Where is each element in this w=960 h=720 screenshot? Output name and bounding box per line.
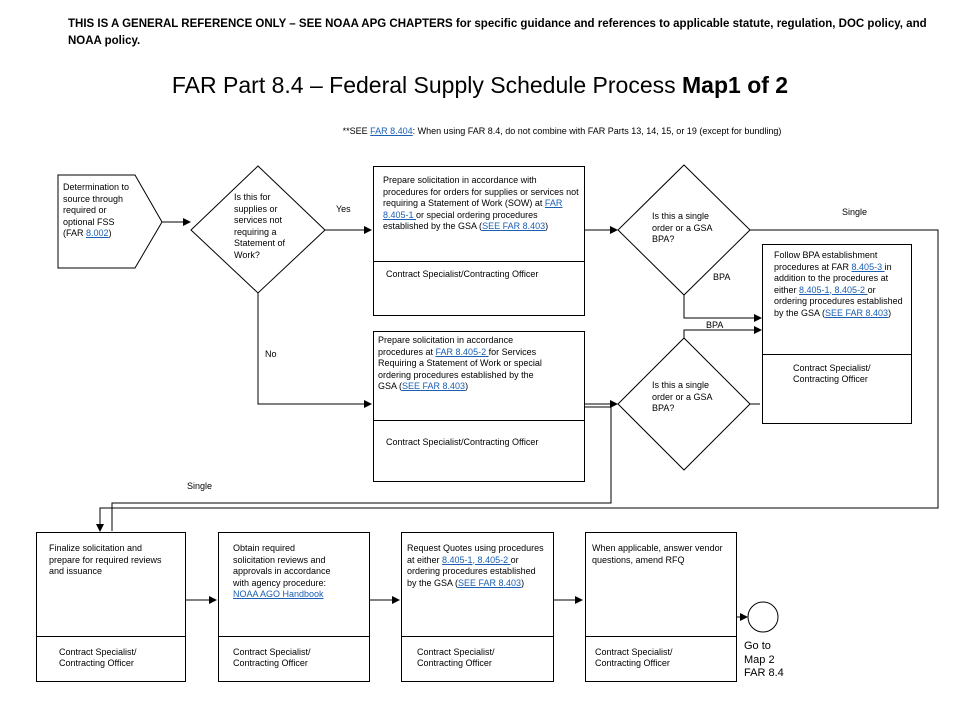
note-suffix: : When using FAR 8.4, do not combine wit…	[412, 126, 782, 136]
decision-bpa-1-text: Is this a single order or a GSA BPA?	[652, 211, 713, 244]
far-8-405-2-link[interactable]: FAR 8.405-2	[435, 346, 489, 357]
prepare-solicitation-sow-box: Prepare solicitation in accordance proce…	[373, 331, 585, 482]
no-label: No	[265, 349, 277, 359]
reviews-text: Obtain required solicitation reviews and…	[233, 543, 331, 599]
yes-label: Yes	[336, 204, 351, 214]
note-prefix: **SEE	[342, 126, 371, 136]
answer-questions-box: When applicable, answer vendor questions…	[585, 532, 737, 682]
far-8-403-link-3[interactable]: SEE FAR 8.403	[825, 307, 889, 318]
decision-bpa-2-text: Is this a single order or a GSA BPA?	[652, 380, 713, 413]
page-title: FAR Part 8.4 – Federal Supply Schedule P…	[0, 72, 960, 99]
start-shape	[57, 174, 163, 269]
obtain-reviews-box: Obtain required solicitation reviews and…	[218, 532, 370, 682]
go-to-map-2-label[interactable]: Go to Map 2 FAR 8.4	[744, 640, 784, 679]
finalize-text: Finalize solicitation and prepare for re…	[49, 543, 162, 576]
decision-sow-text: Is this for supplies or services not req…	[234, 192, 286, 260]
prepare-1-role: Contract Specialist/Contracting Officer	[386, 269, 539, 279]
answer-text: When applicable, answer vendor questions…	[592, 543, 723, 565]
quotes-text: Request Quotes using procedures at eithe…	[407, 543, 544, 588]
finalize-role: Contract Specialist/ Contracting Officer	[59, 647, 137, 668]
bpa-role: Contract Specialist/ Contracting Officer	[793, 363, 871, 384]
single-label-1: Single	[842, 207, 868, 217]
bpa-label-1: BPA	[713, 272, 731, 282]
far-8-405-3-link[interactable]: 8.405-3	[851, 261, 885, 272]
far-8-403-link[interactable]: SEE FAR 8.403	[482, 221, 546, 231]
far-8-002-link[interactable]: 8.002	[86, 228, 109, 238]
prepare-solicitation-sow-not-required-box: Prepare solicitation in accordance with …	[373, 166, 585, 316]
title-map: Map1 of 2	[682, 72, 789, 98]
single-label-2: Single	[187, 481, 213, 491]
bpa-text: Follow BPA establishment procedures at F…	[774, 250, 903, 318]
far-8-405-1-2-link[interactable]: 8.405-1, 8.405-2	[799, 284, 868, 295]
bpa-label-2: BPA	[706, 320, 724, 330]
far-8-403-link-4[interactable]: SEE FAR 8.403	[458, 577, 522, 588]
end-connector-shape	[747, 601, 779, 633]
finalize-solicitation-box: Finalize solicitation and prepare for re…	[36, 532, 186, 682]
disclaimer: THIS IS A GENERAL REFERENCE ONLY – SEE N…	[68, 18, 927, 47]
combination-note: **SEE FAR 8.404: When using FAR 8.4, do …	[0, 126, 960, 136]
request-quotes-box: Request Quotes using procedures at eithe…	[401, 532, 554, 682]
prepare-2-text: Prepare solicitation in accordance proce…	[378, 335, 542, 391]
prepare-2-role: Contract Specialist/Contracting Officer	[386, 437, 539, 447]
title-main: FAR Part 8.4 – Federal Supply Schedule P…	[171, 72, 683, 98]
far-8-404-link[interactable]: FAR 8.404	[370, 126, 413, 136]
bpa-establishment-box: Follow BPA establishment procedures at F…	[762, 244, 912, 424]
far-8-405-1-link[interactable]: FAR 8.405-1	[383, 198, 563, 220]
prepare-1-text: Prepare solicitation in accordance with …	[383, 175, 579, 231]
noaa-ago-handbook-link[interactable]: NOAA AGO Handbook	[233, 589, 324, 599]
start-text: Determination to source through required…	[63, 182, 130, 238]
far-8-403-link-2[interactable]: SEE FAR 8.403	[402, 381, 466, 391]
decision-bpa-2-shape	[617, 337, 751, 471]
reviews-role: Contract Specialist/ Contracting Officer	[233, 647, 311, 668]
far-8-405-1-2-link-2[interactable]: 8.405-1, 8.405-2	[442, 554, 511, 565]
answer-role: Contract Specialist/ Contracting Officer	[595, 647, 673, 668]
quotes-role: Contract Specialist/ Contracting Officer	[417, 647, 495, 668]
